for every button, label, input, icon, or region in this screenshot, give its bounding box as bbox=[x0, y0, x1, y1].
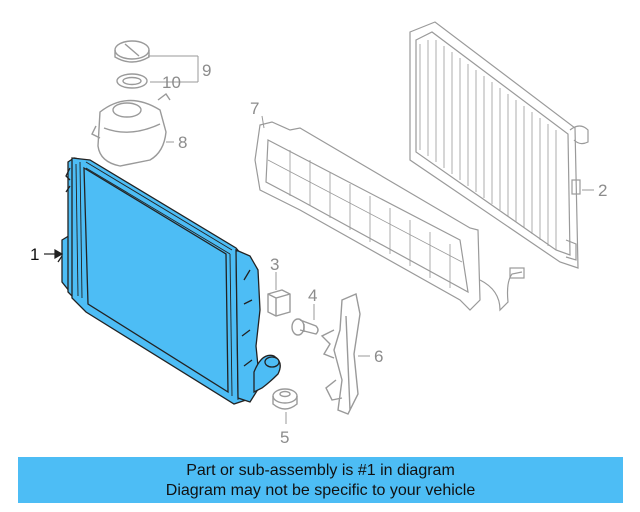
grommet-part-5[interactable] bbox=[272, 388, 298, 410]
leader-lines bbox=[148, 55, 594, 424]
clip-part-3[interactable] bbox=[267, 289, 291, 317]
cap-part-9[interactable] bbox=[114, 40, 150, 63]
parts-diagram: 1 2 3 4 5 6 7 8 9 10 bbox=[30, 21, 607, 447]
bolt-part-4[interactable] bbox=[291, 318, 319, 336]
callout-4: 4 bbox=[308, 286, 317, 305]
callout-7: 7 bbox=[250, 99, 259, 118]
banner-line-2: Diagram may not be specific to your vehi… bbox=[165, 482, 476, 499]
air-guide-part-6[interactable] bbox=[320, 293, 361, 415]
callout-3: 3 bbox=[270, 255, 279, 274]
radiator-part-2[interactable] bbox=[409, 21, 589, 269]
callout-9: 9 bbox=[202, 61, 211, 80]
callout-6: 6 bbox=[374, 347, 383, 366]
callout-1: 1 bbox=[30, 245, 39, 264]
callout-5: 5 bbox=[280, 428, 289, 447]
banner-line-1: Part or sub-assembly is #1 in diagram bbox=[186, 462, 455, 479]
expansion-tank-part-8[interactable] bbox=[91, 92, 171, 167]
info-banner: Part or sub-assembly is #1 in diagram Di… bbox=[18, 457, 623, 503]
callout-2: 2 bbox=[598, 181, 607, 200]
leader-line-1 bbox=[44, 248, 64, 260]
callout-10: 10 bbox=[162, 73, 181, 92]
callout-8: 8 bbox=[178, 133, 187, 152]
seal-part-10[interactable] bbox=[116, 73, 148, 89]
air-duct-part-7[interactable] bbox=[254, 121, 525, 312]
intercooler-part-1[interactable] bbox=[57, 157, 281, 405]
